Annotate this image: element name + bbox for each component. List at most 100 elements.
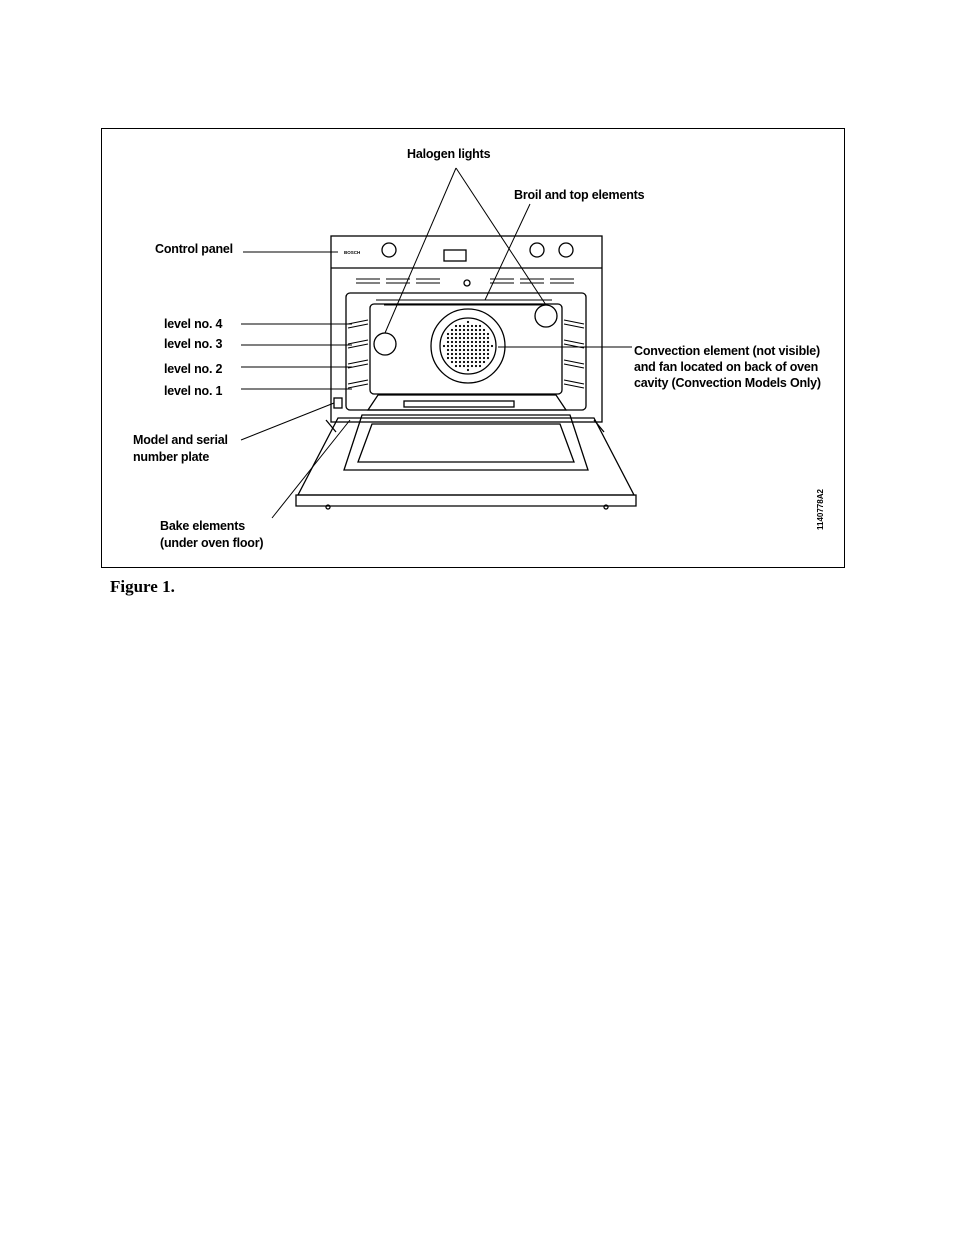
- fan-hole: [475, 329, 477, 331]
- door-foot-right: [604, 505, 608, 509]
- oven-cavity: [346, 293, 586, 410]
- fan-hole: [455, 345, 457, 347]
- fan-hole: [459, 349, 461, 351]
- fan-hole: [463, 341, 465, 343]
- label-bake-1: Bake elements: [160, 518, 245, 534]
- door-foot-left: [326, 505, 330, 509]
- fan-hole: [475, 349, 477, 351]
- fan-hole: [463, 357, 465, 359]
- fan-hole: [447, 345, 449, 347]
- fan-hole: [447, 341, 449, 343]
- fan-hole: [467, 321, 469, 323]
- label-halogen-lights: Halogen lights: [407, 146, 490, 162]
- indicator-dot: [464, 280, 470, 286]
- fan-hole: [479, 337, 481, 339]
- fan-hole: [467, 341, 469, 343]
- fan-hole: [479, 365, 481, 367]
- fan-hole: [475, 353, 477, 355]
- fan-hole: [455, 333, 457, 335]
- fan-hole: [455, 349, 457, 351]
- fan-hole: [479, 357, 481, 359]
- fan-hole: [483, 349, 485, 351]
- fan-hole: [467, 357, 469, 359]
- fan-hole: [459, 353, 461, 355]
- fan-hole: [467, 365, 469, 367]
- rack-guides-right: [564, 320, 584, 388]
- label-convection-3: cavity (Convection Models Only): [634, 375, 821, 391]
- fan-hole: [459, 361, 461, 363]
- fan-hole: [455, 341, 457, 343]
- label-level-1: level no. 1: [164, 383, 222, 399]
- brand-mark: BOSCH: [344, 250, 360, 255]
- display-window: [444, 250, 466, 261]
- fan-hole: [459, 345, 461, 347]
- fan-hole: [455, 337, 457, 339]
- fan-hole: [471, 329, 473, 331]
- knob-left: [382, 243, 396, 257]
- fan-hole: [475, 361, 477, 363]
- label-control-panel: Control panel: [155, 241, 233, 257]
- fan-hole: [471, 365, 473, 367]
- leader-broil: [485, 204, 530, 300]
- fan-hole: [471, 357, 473, 359]
- fan-hole: [479, 329, 481, 331]
- fan-hole: [459, 325, 461, 327]
- fan-hole: [471, 337, 473, 339]
- fan-hole: [487, 349, 489, 351]
- fan-hole: [463, 361, 465, 363]
- leader-model-plate: [241, 403, 334, 440]
- fan-hole: [479, 361, 481, 363]
- label-model-serial-2: number plate: [133, 449, 209, 465]
- fan-hole: [463, 349, 465, 351]
- label-level-4: level no. 4: [164, 316, 222, 332]
- knob-right-2: [559, 243, 573, 257]
- fan-hole: [463, 333, 465, 335]
- fan-hole: [455, 329, 457, 331]
- label-broil-top: Broil and top elements: [514, 187, 644, 203]
- door-edge: [296, 495, 636, 506]
- fan-hole: [479, 325, 481, 327]
- fan-hole: [451, 341, 453, 343]
- fan-hole: [455, 357, 457, 359]
- fan-hole: [487, 333, 489, 335]
- fan-hole: [447, 353, 449, 355]
- fan-hole: [475, 345, 477, 347]
- fan-hole: [459, 357, 461, 359]
- fan-hole: [451, 357, 453, 359]
- fan-hole: [459, 337, 461, 339]
- fan-hole: [479, 333, 481, 335]
- figure-code: 1140778A2: [816, 489, 825, 530]
- fan-hole: [467, 325, 469, 327]
- fan-hole: [455, 325, 457, 327]
- fan-hole: [467, 369, 469, 371]
- fan-hole: [483, 337, 485, 339]
- fan-hole: [467, 361, 469, 363]
- fan-hole: [459, 341, 461, 343]
- fan-hole: [455, 361, 457, 363]
- label-model-serial-1: Model and serial: [133, 432, 228, 448]
- fan-hole: [487, 345, 489, 347]
- fan-hole: [447, 357, 449, 359]
- fan-hole: [479, 349, 481, 351]
- figure-caption: Figure 1.: [110, 577, 175, 597]
- fan-hole: [467, 337, 469, 339]
- label-convection-2: and fan located on back of oven: [634, 359, 818, 375]
- fan-hole: [463, 365, 465, 367]
- fan-hole: [475, 325, 477, 327]
- fan-hole: [471, 341, 473, 343]
- floor-vent: [404, 401, 514, 407]
- fan-hole: [447, 333, 449, 335]
- fan-hole: [475, 333, 477, 335]
- fan-hole: [463, 345, 465, 347]
- fan-hole: [471, 345, 473, 347]
- halogen-light-left: [374, 333, 396, 355]
- fan-hole: [491, 345, 493, 347]
- fan-hole: [471, 353, 473, 355]
- fan-hole: [487, 337, 489, 339]
- fan-hole: [479, 353, 481, 355]
- fan-hole: [463, 337, 465, 339]
- fan-hole: [483, 333, 485, 335]
- fan-hole: [467, 353, 469, 355]
- fan-hole: [487, 341, 489, 343]
- fan-hole: [487, 357, 489, 359]
